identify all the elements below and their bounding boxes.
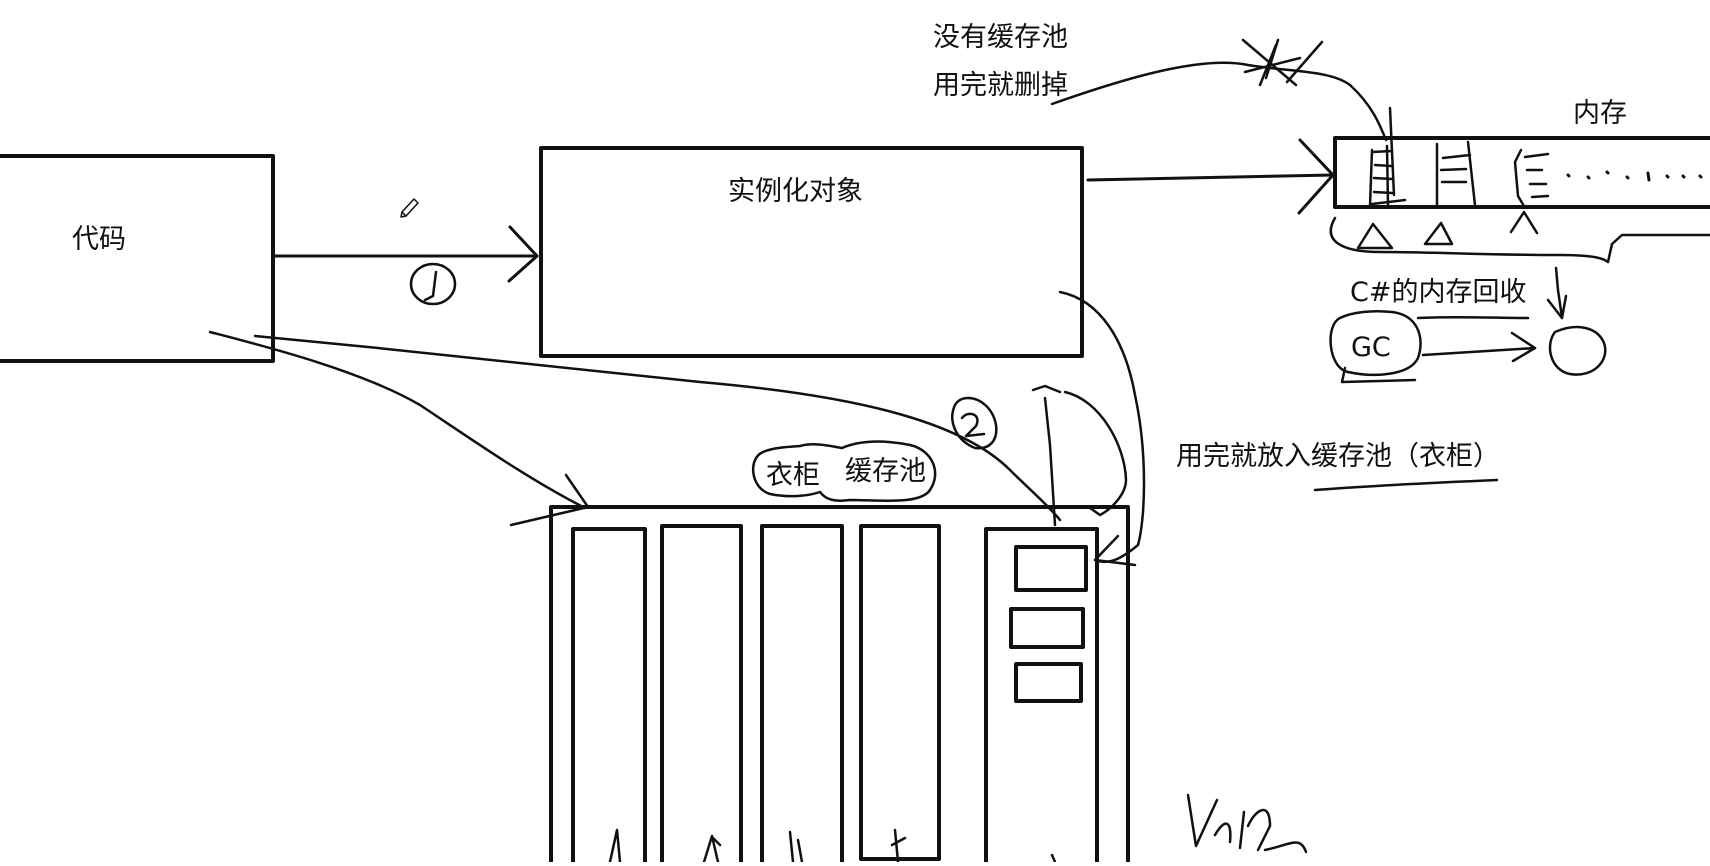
step-2-mark [962,414,984,436]
code-to-drawer-curve [255,336,1060,520]
step-1-mark [425,272,436,300]
code-label: 代码 [72,224,126,255]
memory-slots [1370,142,1548,206]
put-in-pool-underline [1315,480,1497,490]
memory-dots [1568,172,1701,180]
gc-arrow [1423,348,1535,355]
wardrobe-scribbles [610,830,1055,862]
object-to-wardrobe-arrowhead [1095,536,1135,565]
gc-arrow-head [1512,333,1535,361]
no-pool-curve [1052,63,1386,140]
no-pool-label-line2: 用完就删掉 [933,70,1068,101]
code-box [0,156,273,361]
wardrobe-drawer-1 [1016,547,1086,590]
wardrobe-panel-3 [762,526,842,862]
object-to-wardrobe-curve [1060,292,1144,562]
instantiate-label: 实例化对象 [728,176,863,207]
no-pool-arrow-shaft [1390,108,1394,195]
memory-label: 内存 [1573,98,1627,129]
wardrobe-panel-1 [573,529,645,862]
csharp-gc-label: C#的内存回收 [1350,277,1527,308]
arrow-code-to-object-head [509,227,537,281]
memory-brace [1331,218,1710,262]
gc-target-circle [1550,327,1605,374]
code-to-wardrobe-curve [210,332,585,508]
cache-pool-label: 缓存池 [845,456,926,487]
code-to-wardrobe-arrowhead [511,475,588,525]
gc-blob-base [1342,368,1415,382]
scribble-val [1188,795,1306,852]
gc-label-underline [1418,317,1528,318]
gc-down-arrow [1548,268,1566,318]
return-arrow-up [1033,386,1060,525]
memory-triangles [1358,212,1537,248]
put-in-pool-label: 用完就放入缓存池（衣柜） [1176,441,1500,472]
wardrobe-frame [551,507,1128,862]
destroyed-star-icon [1243,40,1322,85]
wardrobe-panel-2 [662,526,741,862]
return-loop-curve [1065,392,1126,515]
wardrobe-panel-5 [986,529,1097,862]
pencil-cursor-icon [401,199,418,217]
wardrobe-label-blob [753,442,935,501]
wardrobe-panel-4 [861,526,939,859]
wardrobe-drawer-3 [1016,664,1081,701]
arrow-object-to-memory [1088,175,1333,180]
wardrobe-drawer-2 [1011,609,1083,647]
wardrobe-label: 衣柜 [766,460,820,491]
no-pool-label-line1: 没有缓存池 [933,22,1068,53]
step-1-circle [411,264,455,304]
step-2-circle [952,398,996,448]
gc-blob [1331,311,1421,375]
gc-label: GC [1351,332,1391,363]
memory-bar [1335,138,1710,207]
instantiate-box [541,148,1082,356]
